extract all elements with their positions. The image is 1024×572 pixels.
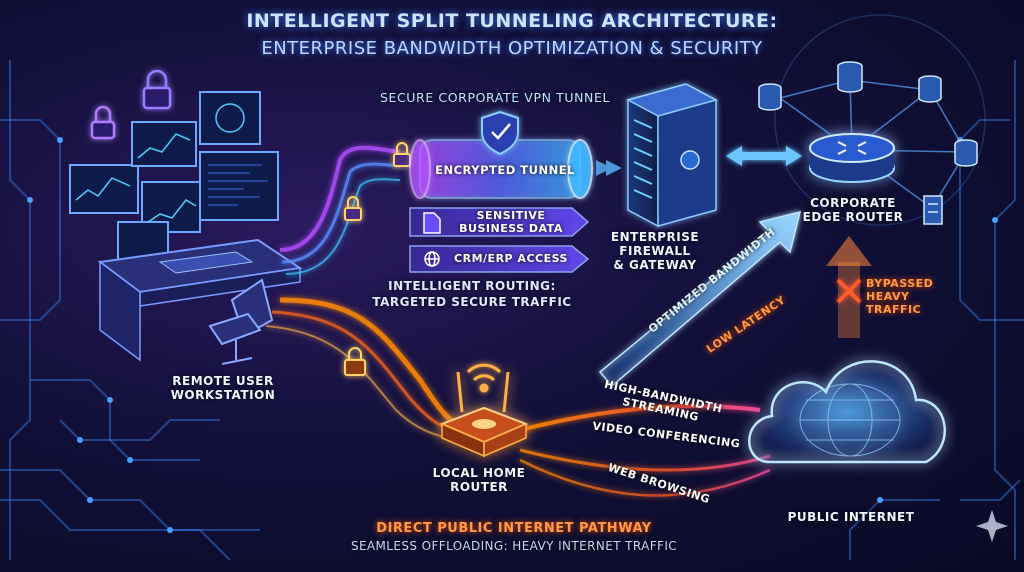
- encrypted-tunnel: [409, 139, 593, 199]
- optimized-bandwidth-arrow: [598, 210, 802, 388]
- remote-workstation: [69, 91, 303, 365]
- title-line-1: Intelligent Split Tunneling Architecture…: [246, 10, 778, 32]
- sensitive-data-label: Sensitive Business Data: [459, 209, 563, 235]
- sparkle-icon: [976, 510, 1008, 542]
- title-line-2: Enterprise Bandwidth Optimization & Secu…: [261, 38, 763, 59]
- circuit-traces: [0, 60, 1024, 561]
- database-icon: [758, 83, 782, 111]
- circuit-nodes: [27, 137, 998, 533]
- sensitive-data-pill: [409, 207, 590, 237]
- pathway-label: Direct Public Internet Pathway: [376, 521, 652, 536]
- public-internet-label: Public Internet: [787, 510, 915, 524]
- public-traffic-flow: [265, 297, 771, 497]
- globe-icon: [424, 251, 440, 267]
- lock-icon: [142, 69, 172, 110]
- secure-flow: [279, 145, 401, 275]
- database-icon: [954, 139, 978, 167]
- x-mark-icon: [836, 278, 862, 304]
- home-router-label: Local Home Router: [432, 466, 526, 494]
- wifi-icon: [466, 363, 502, 393]
- office-chair-icon: [208, 278, 274, 365]
- workstation-label: Remote User Workstation: [170, 374, 276, 402]
- bypassed-label: Bypassed Heavy Traffic: [866, 277, 934, 316]
- lock-icon: [344, 347, 366, 376]
- shield-check-icon: [481, 110, 519, 156]
- crm-access-label: CRM/ERP Access: [454, 252, 568, 265]
- server-rack-icon: [625, 83, 719, 228]
- intelligent-routing-label: Intelligent Routing: Targeted Secure Tra…: [372, 279, 572, 309]
- lock-icon: [344, 196, 362, 221]
- encrypted-tunnel-label: Encrypted Tunnel: [435, 163, 575, 177]
- vpn-tunnel-label: Secure Corporate VPN Tunnel: [379, 90, 611, 105]
- bypassed-arrow: [826, 236, 872, 338]
- firewall-label: Enterprise Firewall & Gateway: [610, 230, 700, 272]
- offloading-label: Seamless Offloading: Heavy Internet Traf…: [350, 539, 678, 553]
- document-icon: [423, 212, 441, 234]
- database-icon: [918, 75, 942, 103]
- router-icon: [809, 133, 895, 183]
- lock-icon: [90, 105, 116, 140]
- tunnel-arrow: [596, 160, 622, 176]
- edge-router-label: Corporate Edge Router: [802, 196, 904, 224]
- crm-pill: [409, 245, 590, 273]
- lock-icon: [393, 142, 411, 167]
- server-rack-icon: [923, 195, 943, 225]
- monitor-icon: [69, 91, 279, 285]
- database-icon: [837, 61, 863, 93]
- bidirectional-arrow: [726, 146, 802, 166]
- cloud-globe-icon: [748, 360, 946, 464]
- home-router: [439, 371, 529, 458]
